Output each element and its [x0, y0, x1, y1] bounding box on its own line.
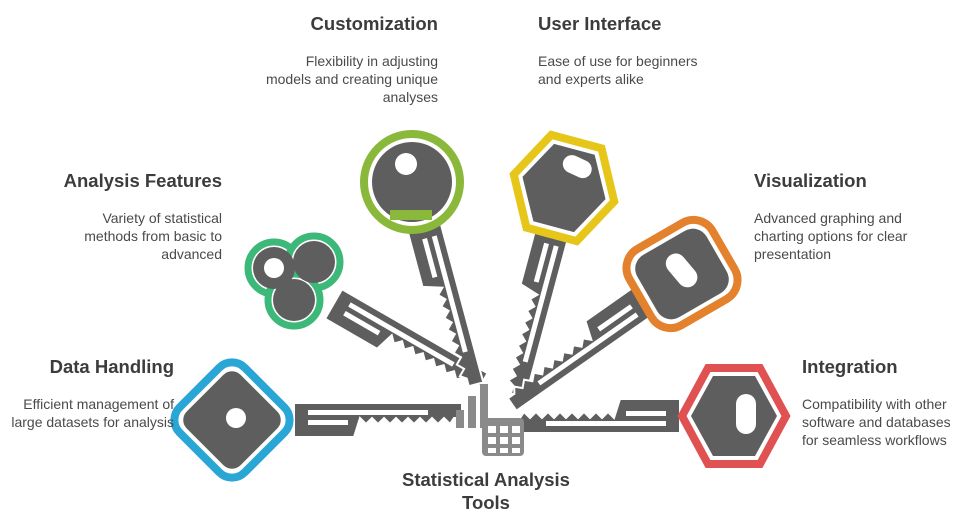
- item-title: Customization: [310, 13, 438, 34]
- item-title: Visualization: [754, 170, 867, 191]
- item-user-interface: User Interface Ease of use for beginners…: [538, 13, 778, 88]
- item-description: Advanced graphing and charting options f…: [754, 210, 908, 262]
- key-integration: [511, 364, 791, 468]
- item-description: Compatibility with other software and da…: [802, 396, 951, 448]
- item-title: User Interface: [538, 13, 662, 34]
- item-integration: Integration Compatibility with other sof…: [802, 356, 970, 449]
- item-analysis-features: Analysis Features Variety of statistical…: [0, 170, 222, 263]
- bar-chart-calculator-icon: [456, 384, 524, 456]
- item-visualization: Visualization Advanced graphing and char…: [754, 170, 954, 263]
- key-user-interface: [491, 130, 619, 399]
- center-title: Statistical Analysis Tools: [402, 469, 570, 513]
- item-description: Variety of statistical methods from basi…: [84, 210, 222, 262]
- key-data-handling: [170, 358, 463, 482]
- item-description: Efficient management of large datasets f…: [11, 396, 174, 430]
- item-customization: Customization Flexibility in adjusting m…: [198, 13, 438, 106]
- item-title: Data Handling: [49, 356, 174, 377]
- item-data-handling: Data Handling Efficient management of la…: [0, 356, 174, 431]
- key-visualization: [495, 215, 742, 412]
- key-customization: [360, 130, 485, 393]
- item-title: Analysis Features: [63, 170, 222, 191]
- item-description: Ease of use for beginners and experts al…: [538, 53, 698, 87]
- item-description: Flexibility in adjusting models and crea…: [265, 53, 438, 105]
- key-analysis-features: [244, 232, 489, 404]
- item-title: Integration: [802, 356, 898, 377]
